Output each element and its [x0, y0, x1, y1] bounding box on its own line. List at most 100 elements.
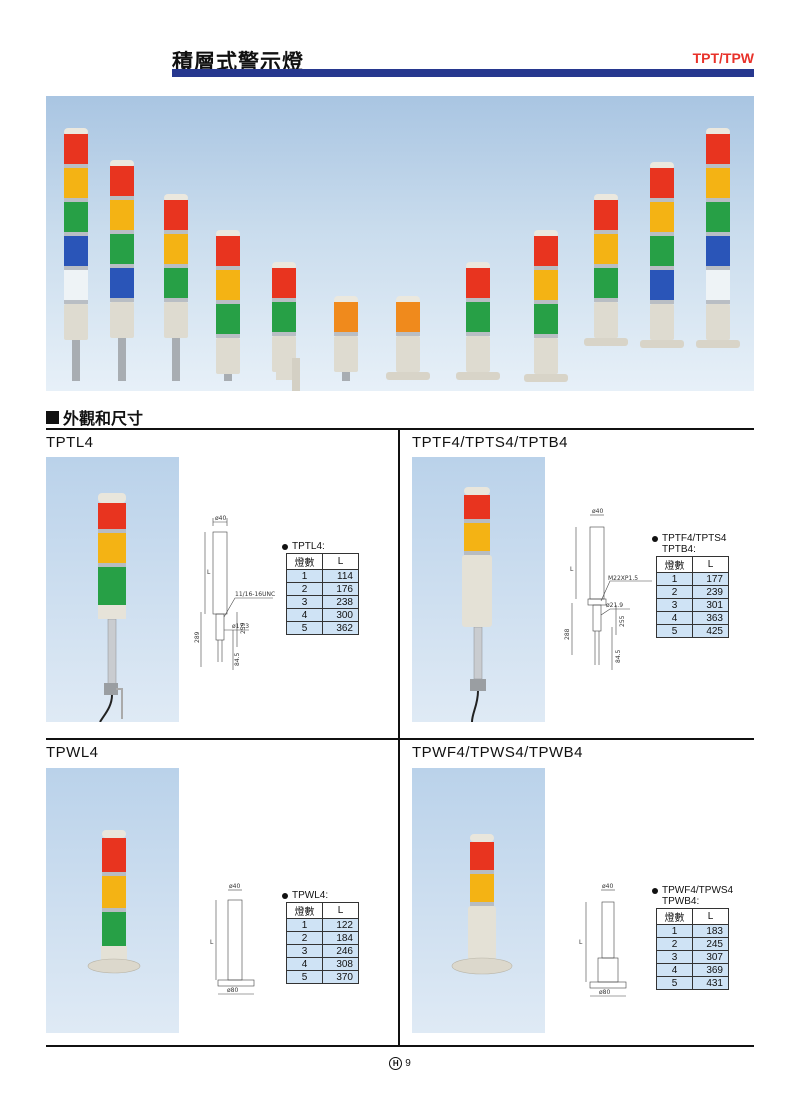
tower-light-shape	[224, 374, 232, 381]
tower-light-shape	[650, 300, 674, 304]
tower-light-shape	[706, 266, 730, 270]
dimension-drawing-tptl4: ø40 L 11/16-16UNC ø17.3 289 259 84.5	[194, 515, 275, 670]
svg-text:L: L	[207, 569, 211, 576]
bullet-dot-icon	[652, 888, 658, 894]
tower-light-shape	[164, 200, 188, 230]
tower-light-shape	[534, 266, 558, 270]
tower-light-shape	[706, 164, 730, 168]
tower-light-shape	[216, 270, 240, 300]
tower-light-shape	[342, 372, 350, 381]
tower-light-shape	[706, 304, 730, 340]
tower-light-shape	[396, 302, 420, 332]
tower-light-shape	[534, 300, 558, 304]
tower-light-shape	[334, 332, 358, 336]
tower-light-shape	[164, 230, 188, 234]
bullet-dot-icon	[652, 536, 658, 542]
tower-light-shape	[594, 268, 618, 298]
tower-light-shape	[640, 340, 684, 348]
tower-light-shape	[594, 234, 618, 264]
bullet-dot-icon	[282, 893, 288, 899]
tower-light-shape	[110, 166, 134, 196]
tower-light-shape	[594, 264, 618, 268]
svg-text:84.5: 84.5	[615, 649, 622, 663]
tower-light-shape	[706, 236, 730, 266]
tower-light-shape	[272, 332, 296, 336]
model-name-tptf4: TPTF4/TPTS4/TPTB4	[412, 434, 569, 451]
tower-light-shape	[706, 134, 730, 164]
tower-light-shape	[584, 338, 628, 346]
svg-text:ø80: ø80	[227, 987, 238, 994]
svg-text:11/16-16UNC: 11/16-16UNC	[235, 591, 275, 598]
tower-light-shape	[164, 298, 188, 302]
tower-light-shape	[216, 338, 240, 374]
tower-light-flat-base-illustration	[451, 834, 513, 975]
model-name-tpwl4: TPWL4	[46, 744, 99, 761]
bullet-dot-icon	[282, 544, 288, 550]
tower-light-shape	[534, 270, 558, 300]
tower-light-shape	[110, 264, 134, 268]
svg-text:M22XP1.5: M22XP1.5	[608, 575, 638, 582]
tower-light-shape	[276, 372, 292, 380]
page-footer: H 9	[0, 1057, 800, 1070]
svg-text:255: 255	[619, 615, 626, 627]
svg-text:ø40: ø40	[602, 883, 613, 890]
tower-light-shape	[650, 168, 674, 198]
grid-middle-rule	[46, 738, 754, 740]
section-heading-text: 外觀和尺寸	[63, 409, 144, 428]
tower-light-shape	[110, 196, 134, 200]
grid-top-rule	[46, 428, 754, 430]
tower-light-shape	[292, 358, 300, 391]
tower-light-shape	[172, 338, 180, 381]
title-rule	[172, 69, 754, 77]
square-bullet-icon	[46, 410, 59, 424]
tower-light-shape	[64, 198, 88, 202]
tower-light-shape	[64, 304, 88, 340]
tower-light-shape	[64, 168, 88, 198]
tower-light-shape	[64, 266, 88, 270]
tower-light-shape	[534, 304, 558, 334]
svg-text:ø80: ø80	[599, 989, 610, 996]
tower-light-shape	[64, 232, 88, 236]
svg-text:84.5: 84.5	[234, 652, 241, 666]
tower-light-shape	[64, 134, 88, 164]
tower-light-shape	[164, 264, 188, 268]
tower-light-shape	[466, 336, 490, 372]
tower-light-shape	[650, 232, 674, 236]
page-number: 9	[405, 1058, 411, 1069]
tower-light-shape	[466, 298, 490, 302]
product-photo-tptl4	[46, 457, 179, 722]
tower-light-shape	[334, 302, 358, 332]
tower-light-shape	[110, 230, 134, 234]
grid-vertical-rule	[398, 430, 400, 1046]
tower-light-shape	[272, 302, 296, 332]
product-photo-tpwl4	[46, 768, 179, 1033]
tower-light-shape	[650, 266, 674, 270]
product-lineup-illustration	[64, 128, 740, 391]
svg-text:289: 289	[194, 631, 201, 643]
tower-light-shape	[164, 302, 188, 338]
tower-light-pole-illustration	[98, 493, 126, 722]
tower-light-shape	[216, 300, 240, 304]
svg-text:259: 259	[240, 622, 247, 634]
tower-light-base-illustration	[87, 830, 141, 974]
tower-light-shape	[272, 298, 296, 302]
tower-light-shape	[706, 300, 730, 304]
tower-light-shape	[594, 200, 618, 230]
grid-bottom-rule	[46, 1045, 754, 1047]
tower-light-shape	[110, 234, 134, 264]
